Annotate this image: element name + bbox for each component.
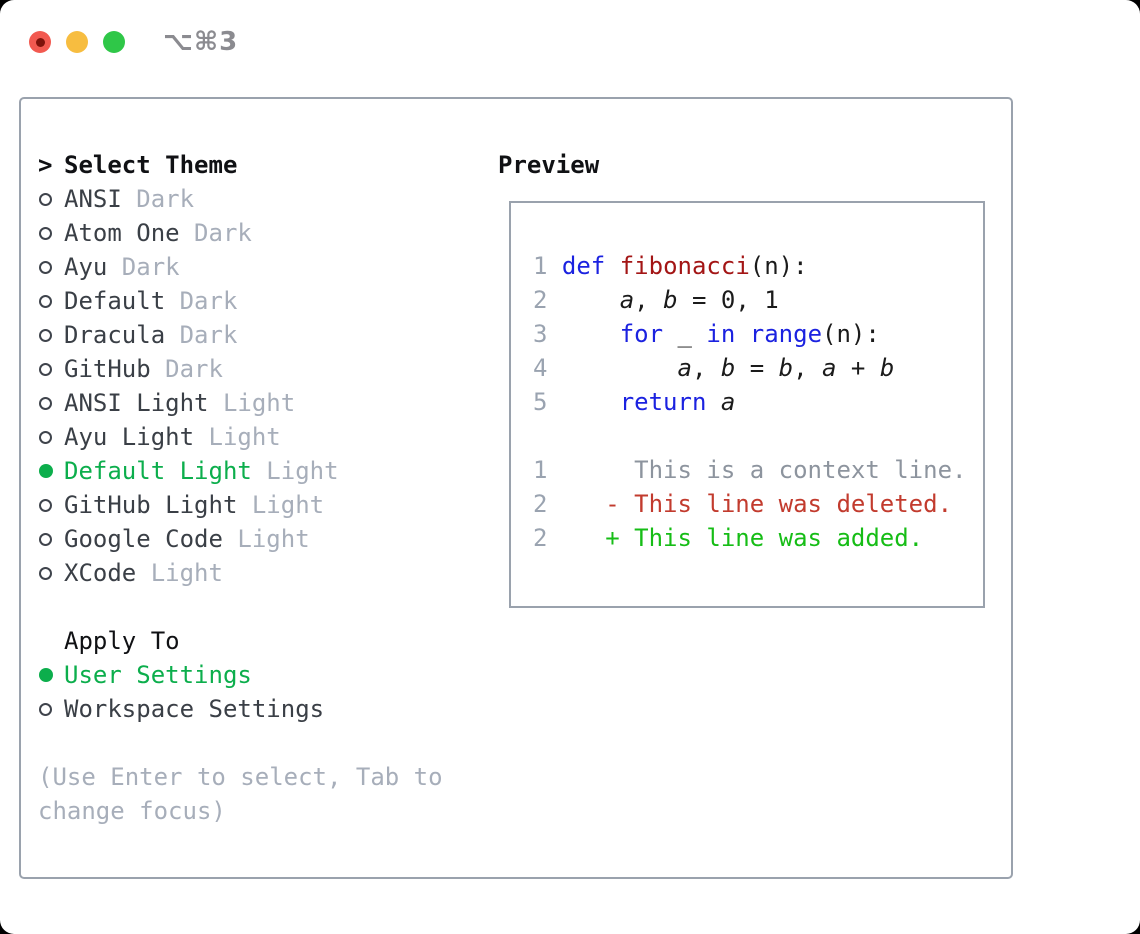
radio-icon [39, 362, 52, 376]
apply-option-label: User Settings [64, 661, 252, 689]
minimize-button[interactable] [66, 31, 88, 53]
theme-variant: Dark [150, 355, 223, 383]
theme-name: GitHub Light [64, 491, 238, 519]
theme-variant: Dark [165, 287, 238, 315]
theme-name: XCode [64, 559, 137, 587]
radio-icon [39, 260, 52, 274]
theme-name: Ayu Light [64, 423, 195, 451]
theme-name: Ayu [64, 253, 108, 281]
help-text: (Use Enter to select, Tab to change focu… [38, 763, 443, 825]
radio-icon [39, 498, 52, 512]
theme-variant: Light [251, 457, 339, 485]
radio-icon [39, 192, 52, 206]
theme-variant: Light [222, 525, 310, 553]
radio-icon [39, 532, 52, 546]
select-theme-header: > Select Theme [38, 148, 339, 182]
theme-name: Google Code [64, 525, 223, 553]
theme-option-default-light[interactable]: Default Light Light [38, 454, 339, 488]
apply-option-user-settings[interactable]: User Settings [38, 658, 339, 692]
preview-pane: 1 def fibonacci(n): 2 a, b = 0, 1 3 for … [509, 201, 985, 608]
radio-icon [39, 430, 52, 444]
apply-option-workspace-settings[interactable]: Workspace Settings [38, 692, 339, 726]
radio-icon [39, 294, 52, 308]
maximize-button[interactable] [103, 31, 125, 53]
apply-to-header: Apply To [38, 624, 339, 658]
theme-option-ayu-light[interactable]: Ayu Light Light [38, 420, 339, 454]
radio-selected-icon [39, 464, 53, 478]
theme-option-dracula[interactable]: Dracula Dark [38, 318, 339, 352]
theme-variant: Dark [107, 253, 180, 281]
theme-option-atom-one[interactable]: Atom One Dark [38, 216, 339, 250]
radio-icon [39, 396, 52, 410]
theme-variant: Dark [121, 185, 195, 213]
apply-to-title: Apply To [64, 627, 180, 655]
theme-option-ayu[interactable]: Ayu Dark [38, 250, 339, 284]
theme-name: Default Light [64, 457, 252, 485]
theme-name: ANSI Light [64, 389, 209, 417]
theme-name: Default [64, 287, 166, 315]
preview-title: Preview [498, 151, 600, 179]
radio-icon [39, 566, 52, 580]
theme-variant: Light [194, 423, 281, 451]
preview-code: 1 def fibonacci(n): 2 a, b = 0, 1 3 for … [533, 252, 967, 552]
theme-variant: Light [237, 491, 325, 519]
theme-option-github[interactable]: GitHub Dark [38, 352, 339, 386]
theme-option-ansi-light[interactable]: ANSI Light Light [38, 386, 339, 420]
theme-variant: Light [208, 389, 296, 417]
theme-name: GitHub [64, 355, 151, 383]
theme-option-default[interactable]: Default Dark [38, 284, 339, 318]
theme-variant: Dark [179, 219, 252, 247]
close-button[interactable] [29, 31, 51, 53]
window-title: ⌥⌘3 [163, 27, 239, 57]
theme-option-google-code[interactable]: Google Code Light [38, 522, 339, 556]
theme-name: Atom One [64, 219, 180, 247]
radio-icon [39, 702, 52, 716]
radio-selected-icon [39, 668, 53, 682]
unsaved-dot-icon [35, 37, 45, 47]
theme-name: Dracula [64, 321, 166, 349]
radio-icon [39, 226, 52, 240]
theme-variant: Light [136, 559, 223, 587]
select-theme-title: Select Theme [64, 151, 238, 179]
apply-option-label: Workspace Settings [64, 695, 325, 723]
theme-name: ANSI [64, 185, 122, 213]
cursor-indicator: > [38, 151, 53, 179]
theme-option-github-light[interactable]: GitHub Light Light [38, 488, 339, 522]
titlebar: ⌥⌘3 [29, 27, 238, 57]
radio-icon [39, 328, 52, 342]
theme-option-ansi[interactable]: ANSI Dark [38, 182, 339, 216]
theme-option-xcode[interactable]: XCode Light [38, 556, 339, 590]
theme-variant: Dark [165, 321, 238, 349]
